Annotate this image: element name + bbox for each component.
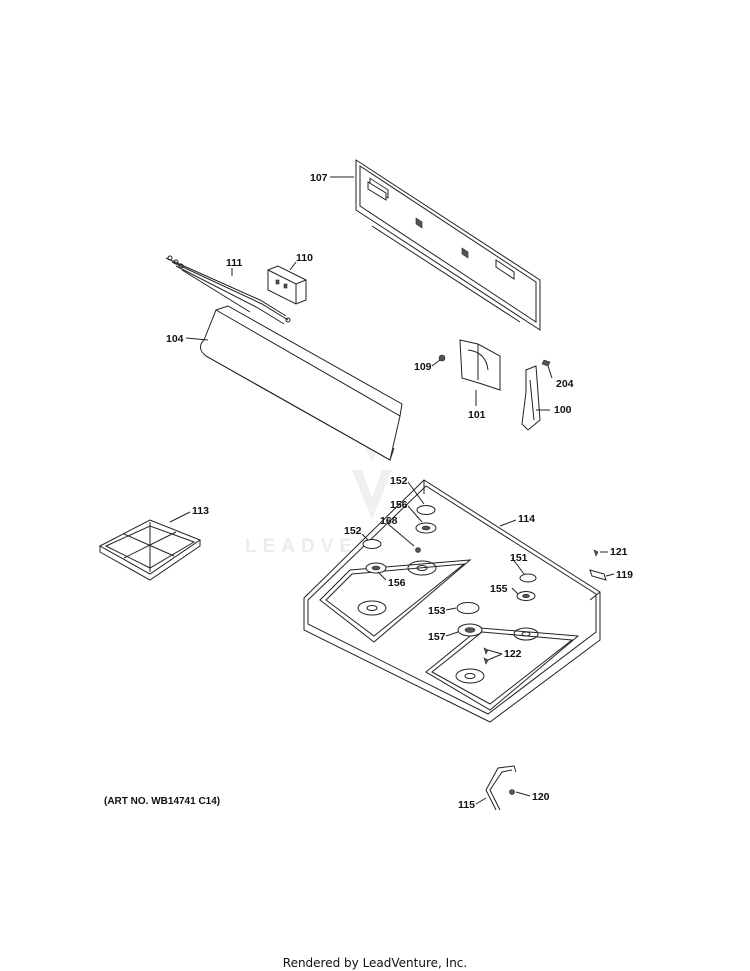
callout-168: 168 bbox=[380, 515, 398, 527]
part-152-burner-cap bbox=[362, 505, 436, 549]
part-111-wire-harness bbox=[165, 255, 291, 325]
callout-114: 114 bbox=[518, 513, 535, 525]
callout-115: 115 bbox=[458, 799, 475, 811]
part-119-clip bbox=[589, 569, 607, 581]
callout-204: 204 bbox=[556, 378, 574, 390]
part-109-screw bbox=[438, 354, 446, 362]
part-151-burner-cap bbox=[519, 573, 537, 583]
part-115-rod bbox=[485, 765, 517, 811]
part-110-spark-module bbox=[267, 265, 307, 305]
footer-credit: Rendered by LeadVenture, Inc. bbox=[282, 956, 468, 970]
part-104-backguard-cap bbox=[200, 305, 403, 461]
callout-107: 107 bbox=[310, 172, 328, 184]
part-204-screw bbox=[541, 359, 551, 367]
part-157-burner-head bbox=[457, 623, 483, 637]
part-156-burner-head bbox=[365, 522, 437, 574]
callout-111: 111 bbox=[226, 257, 243, 269]
callout-100: 100 bbox=[554, 404, 572, 416]
callout-122: 122 bbox=[504, 648, 522, 660]
callout-151: 151 bbox=[510, 552, 528, 564]
part-122-screws bbox=[483, 647, 489, 665]
part-100-side-bracket bbox=[521, 365, 541, 431]
callout-153: 153 bbox=[428, 605, 446, 617]
callout-152-left: 152 bbox=[344, 525, 362, 537]
part-101-bracket bbox=[459, 339, 501, 391]
part-121-screw bbox=[593, 549, 599, 557]
callout-155: 155 bbox=[490, 583, 508, 595]
part-153-burner-cap bbox=[456, 602, 480, 614]
part-155-burner-head bbox=[516, 591, 536, 601]
callout-156-top: 156 bbox=[390, 499, 408, 511]
callout-121: 121 bbox=[610, 546, 628, 558]
art-number: (ART NO. WB14741 C14) bbox=[104, 796, 221, 807]
callout-156-left: 156 bbox=[388, 577, 406, 589]
callout-101: 101 bbox=[468, 409, 486, 421]
part-120-clip bbox=[509, 789, 515, 795]
part-113-burner-grate bbox=[98, 519, 202, 581]
callout-157: 157 bbox=[428, 631, 446, 643]
callout-labels: 107 111 110 104 109 204 101 100 113 152 … bbox=[166, 172, 633, 811]
callout-152-top: 152 bbox=[390, 475, 408, 487]
leader-lines bbox=[169, 176, 615, 805]
callout-113: 113 bbox=[192, 505, 209, 517]
part-168-electrode bbox=[415, 547, 421, 553]
part-114-cooktop bbox=[303, 479, 601, 723]
callout-120: 120 bbox=[532, 791, 550, 803]
callout-110: 110 bbox=[296, 252, 313, 264]
part-107-backguard-panel bbox=[355, 159, 541, 331]
callout-119: 119 bbox=[616, 569, 633, 581]
callout-109: 109 bbox=[414, 361, 432, 373]
callout-104: 104 bbox=[166, 333, 184, 345]
